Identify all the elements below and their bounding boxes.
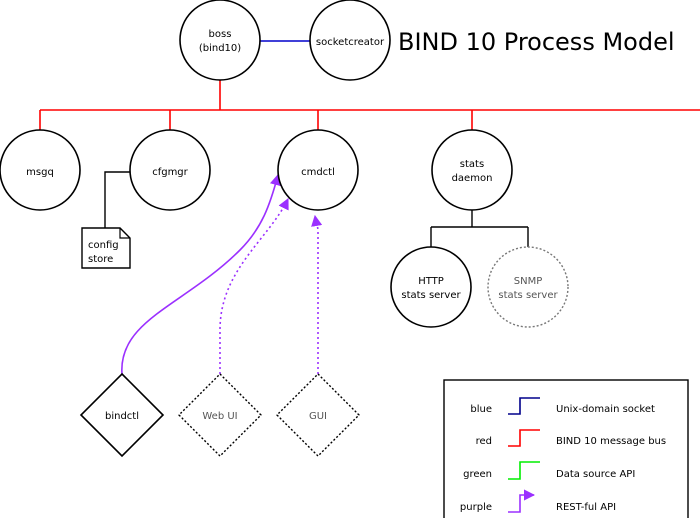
config-store-label: config bbox=[88, 240, 119, 251]
web-ui-label: Web UI bbox=[202, 411, 237, 422]
rest-arrow-gui bbox=[311, 214, 323, 374]
bindctl-node: bindctl bbox=[79, 372, 165, 458]
stats-daemon-sublabel: daemon bbox=[452, 173, 493, 184]
legend-red-sample bbox=[508, 429, 540, 447]
rest-arrow-bindctl bbox=[121, 173, 281, 375]
cfgmgr-label: cfgmgr bbox=[152, 167, 188, 178]
stats-tree bbox=[430, 210, 529, 247]
msgq-label: msgq bbox=[26, 167, 54, 178]
http-stats-server-node: HTTP stats server bbox=[390, 246, 472, 328]
message-bus bbox=[39, 80, 700, 130]
snmp-stats-server-sublabel: stats server bbox=[498, 290, 558, 301]
legend-box bbox=[443, 379, 689, 518]
web-ui-node: Web UI bbox=[178, 373, 262, 457]
bindctl-label: bindctl bbox=[105, 411, 139, 422]
legend-red-description: BIND 10 message bus bbox=[556, 436, 666, 447]
legend: blue Unix-domain socket red BIND 10 mess… bbox=[443, 379, 689, 518]
socketcreator-node: socketcreator bbox=[309, 0, 391, 81]
cfgmgr-node: cfgmgr bbox=[129, 129, 211, 211]
stats-daemon-label: stats bbox=[460, 159, 484, 170]
legend-blue-name: blue bbox=[470, 404, 492, 415]
diagram-title: BIND 10 Process Model bbox=[398, 28, 675, 56]
socketcreator-label: socketcreator bbox=[316, 37, 385, 48]
boss-label: boss bbox=[209, 29, 232, 40]
gui-node: GUI bbox=[276, 373, 360, 457]
legend-green-description: Data source API bbox=[556, 469, 635, 480]
snmp-stats-server-label: SNMP bbox=[514, 276, 543, 287]
gui-label: GUI bbox=[309, 411, 327, 422]
snmp-stats-server-node: SNMP stats server bbox=[487, 246, 569, 328]
boss-sublabel: (bind10) bbox=[199, 43, 241, 54]
legend-purple-description: REST-ful API bbox=[556, 502, 616, 513]
legend-blue-description: Unix-domain socket bbox=[556, 404, 655, 415]
config-store-link bbox=[104, 171, 131, 228]
cmdctl-label: cmdctl bbox=[301, 167, 335, 178]
http-stats-server-label: HTTP bbox=[418, 276, 444, 287]
legend-red-name: red bbox=[476, 436, 492, 447]
legend-blue-sample bbox=[508, 397, 540, 415]
boss-node: boss (bind10) bbox=[179, 0, 261, 81]
legend-green-sample bbox=[508, 461, 540, 480]
rest-arrow-web-ui bbox=[219, 197, 289, 374]
stats-daemon-node: stats daemon bbox=[431, 129, 513, 211]
legend-purple-name: purple bbox=[460, 502, 492, 513]
legend-green-name: green bbox=[463, 469, 492, 480]
http-stats-server-sublabel: stats server bbox=[401, 290, 461, 301]
config-store-node: config store bbox=[81, 227, 131, 269]
msgq-node: msgq bbox=[0, 129, 81, 211]
config-store-sublabel: store bbox=[88, 254, 113, 265]
legend-purple-sample bbox=[508, 489, 536, 513]
cmdctl-node: cmdctl bbox=[277, 129, 359, 211]
